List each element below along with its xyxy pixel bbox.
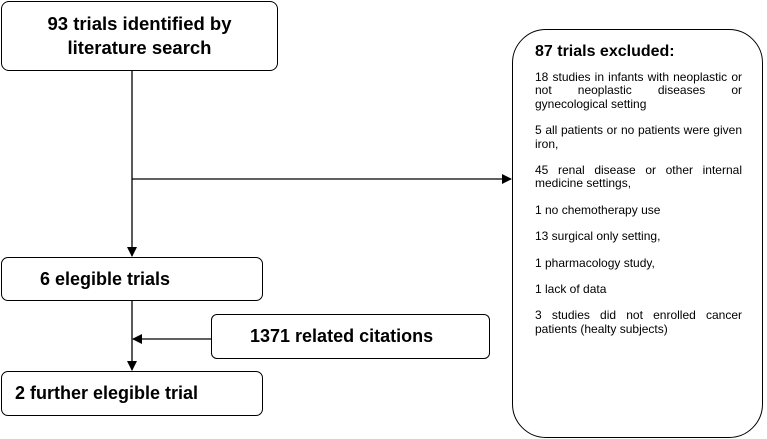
excluded-reason: 1 pharmacology study, — [535, 255, 655, 270]
excluded-reason: 5 all patients or no patients were given… — [535, 123, 742, 151]
excluded-trials-box: 87 trials excluded: 18 studies in infant… — [512, 29, 763, 438]
further-eligible-label: 2 further elegible trial — [15, 383, 199, 403]
search-box-line1: 93 trials identified by — [47, 13, 232, 34]
related-citations-box: 1371 related citations — [211, 314, 490, 359]
excluded-reason: 3 studies did not enrolled cancer patien… — [535, 308, 742, 336]
excluded-title: 87 trials excluded: — [535, 43, 675, 60]
excluded-reason: 1 lack of data — [535, 282, 607, 297]
related-citations-label: 1371 related citations — [250, 326, 434, 346]
further-eligible-box: 2 further elegible trial — [1, 371, 263, 416]
eligible-trials-label: 6 elegible trials — [40, 268, 171, 289]
excluded-reason: 13 surgical only setting, — [535, 229, 661, 244]
search-box: 93 trials identified by literature searc… — [1, 1, 278, 71]
search-box-line2: literature search — [67, 37, 212, 58]
eligible-trials-box: 6 elegible trials — [1, 257, 263, 301]
excluded-reason: 1 no chemotherapy use — [535, 202, 661, 217]
excluded-reason: 45 renal disease or other internal medic… — [535, 163, 742, 191]
excluded-reason: 18 studies in infants with neoplastic or… — [535, 70, 742, 111]
